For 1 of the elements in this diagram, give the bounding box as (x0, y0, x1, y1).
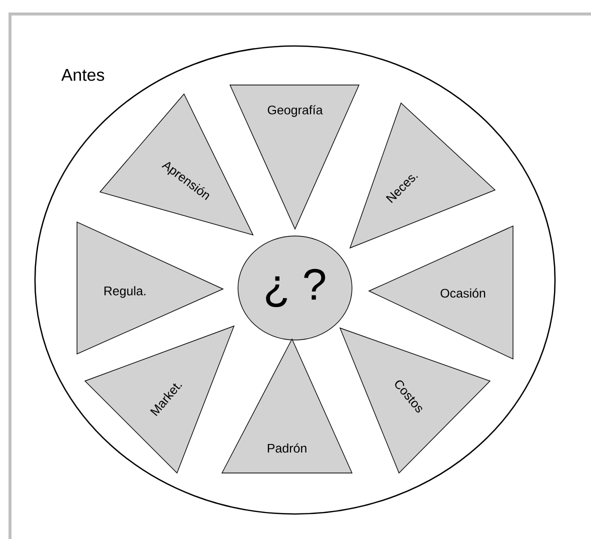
heading-label: Antes (61, 69, 104, 81)
